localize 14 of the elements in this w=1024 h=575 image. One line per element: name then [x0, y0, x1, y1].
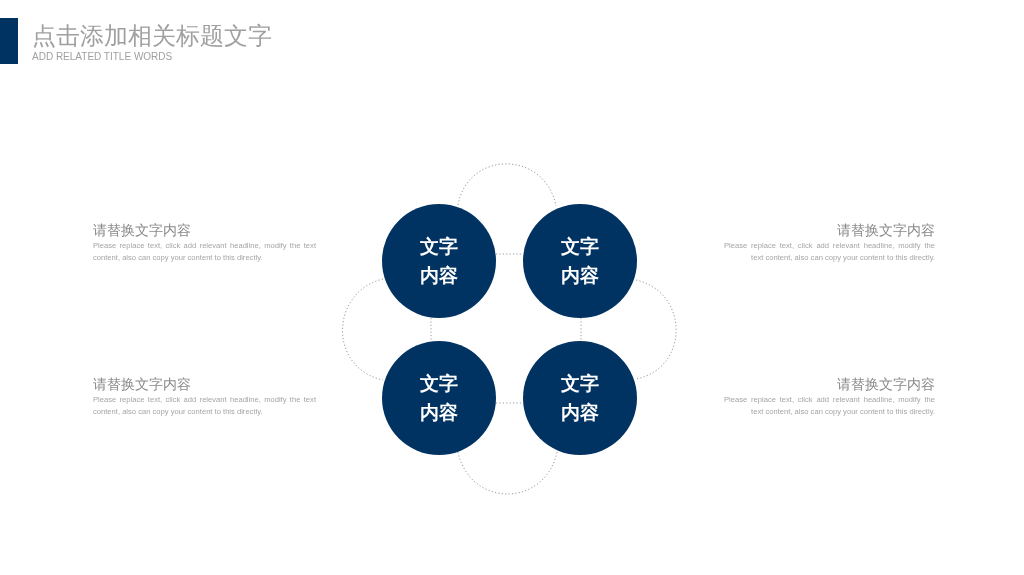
circle-label: 文字内容 — [419, 371, 459, 425]
dotted-arc — [635, 279, 677, 380]
subtitle: ADD RELATED TITLE WORDS — [32, 51, 173, 63]
dotted-arc — [457, 451, 558, 495]
title: 点击添加相关标题文字 — [32, 21, 272, 52]
heading: 请替换文字内容 — [93, 375, 192, 393]
heading: 请替换文字内容 — [93, 221, 192, 239]
heading: 请替换文字内容 — [836, 375, 935, 393]
heading: 请替换文字内容 — [836, 221, 935, 239]
circle-label: 文字内容 — [419, 234, 459, 288]
dotted-arc — [342, 278, 384, 381]
dotted-arc — [457, 163, 557, 207]
circle-label: 文字内容 — [560, 371, 600, 425]
circle-label: 文字内容 — [560, 234, 600, 288]
